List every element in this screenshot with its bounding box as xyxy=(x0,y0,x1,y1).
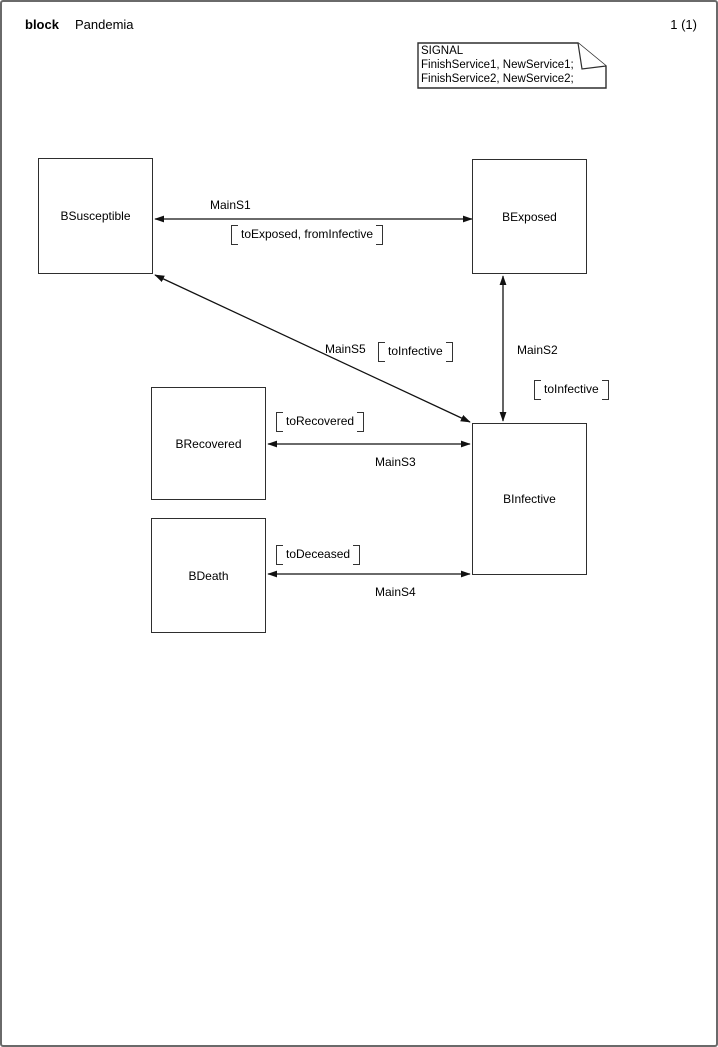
block-label: BDeath xyxy=(188,568,229,583)
block-label: BInfective xyxy=(503,492,556,506)
channel-mains3-name: MainS3 xyxy=(375,455,416,469)
diagram-kind-label: block xyxy=(25,17,59,32)
signal-list-mains4: toDeceased xyxy=(276,545,361,565)
signal-list-mains3: toRecovered xyxy=(276,412,365,432)
block-label: BExposed xyxy=(502,209,557,224)
signal-list-mains5: toInfective xyxy=(378,342,453,362)
block-bexposed[interactable]: BExposed xyxy=(472,159,587,274)
block-bdeath[interactable]: BDeath xyxy=(151,518,266,633)
diagram-title: Pandemia xyxy=(75,17,134,32)
note-dogear-shape xyxy=(417,42,607,89)
note-declaration: FinishService1, NewService1; xyxy=(421,59,574,71)
block-binfective[interactable]: BInfective xyxy=(472,423,587,575)
block-brecovered[interactable]: BRecovered xyxy=(151,387,266,500)
channel-mains2-name: MainS2 xyxy=(517,343,558,357)
channel-mains1-name: MainS1 xyxy=(210,198,251,212)
signal-list-mains1: toExposed, fromInfective xyxy=(231,225,384,245)
note-title: SIGNAL xyxy=(421,45,464,57)
note-declaration: FinishService2, NewService2; xyxy=(421,73,574,85)
page-number: 1 (1) xyxy=(670,17,697,32)
note-text: SIGNAL FinishService1, NewService1; Fini… xyxy=(421,44,574,86)
channel-mains5-line[interactable] xyxy=(154,274,471,423)
block-label: BSusceptible xyxy=(60,209,131,223)
block-bsusceptible[interactable]: BSusceptible xyxy=(38,158,153,274)
channel-mains5-name: MainS5 xyxy=(325,342,366,356)
block-label: BRecovered xyxy=(175,436,242,451)
signal-declaration-note[interactable]: SIGNAL FinishService1, NewService1; Fini… xyxy=(417,42,607,90)
channel-mains4-name: MainS4 xyxy=(375,585,416,599)
signal-list-mains2: toInfective xyxy=(534,380,609,400)
